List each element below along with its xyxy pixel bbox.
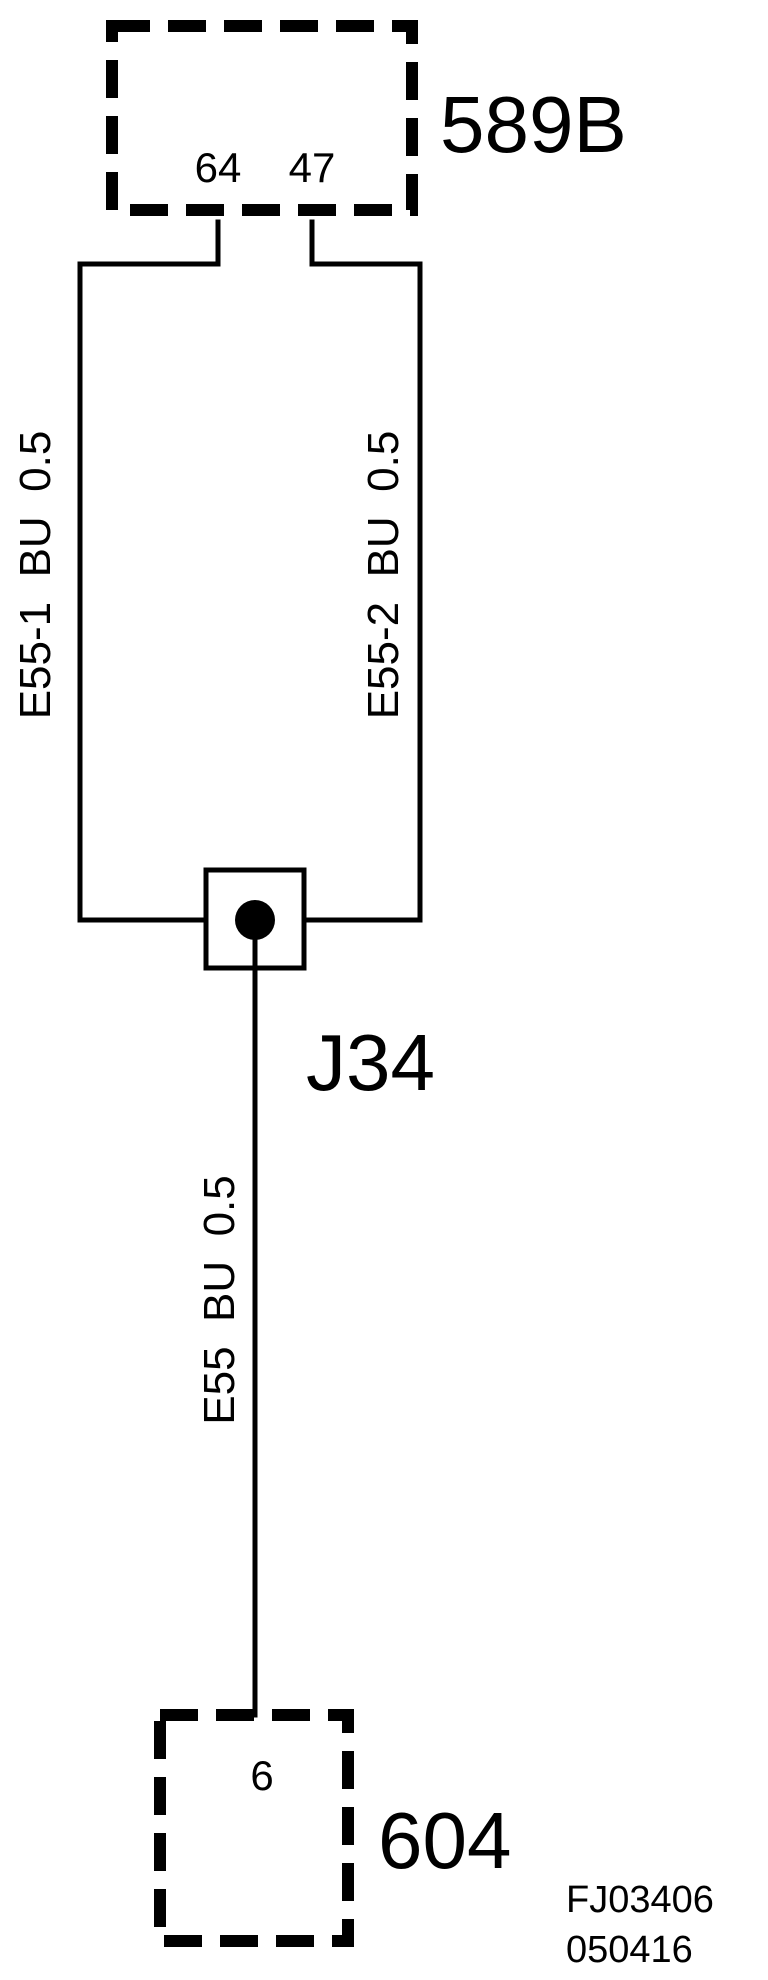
connector-604-label: 604	[378, 1796, 511, 1885]
wire-e55-1	[77, 219, 221, 923]
wire-e55-2-label: E55-2 BU 0.5	[359, 431, 408, 720]
connector-604-box	[154, 1709, 354, 1947]
connector-604-pin-6: 6	[250, 1752, 273, 1799]
wire-e55-1-label: E55-1 BU 0.5	[11, 431, 60, 720]
connector-589b-pin-64: 64	[195, 144, 242, 191]
wire-e55-label: E55 BU 0.5	[195, 1175, 244, 1424]
connector-589b-box	[106, 20, 418, 216]
connector-589b-label: 589B	[440, 80, 627, 169]
reference-date: 050416	[566, 1929, 693, 1971]
splice-j34-dot	[235, 900, 275, 940]
splice-j34-label: J34	[306, 1018, 435, 1107]
wire-e55-2	[301, 219, 423, 923]
connector-589b-pin-47: 47	[289, 144, 336, 191]
reference-code: FJ03406	[566, 1879, 714, 1921]
